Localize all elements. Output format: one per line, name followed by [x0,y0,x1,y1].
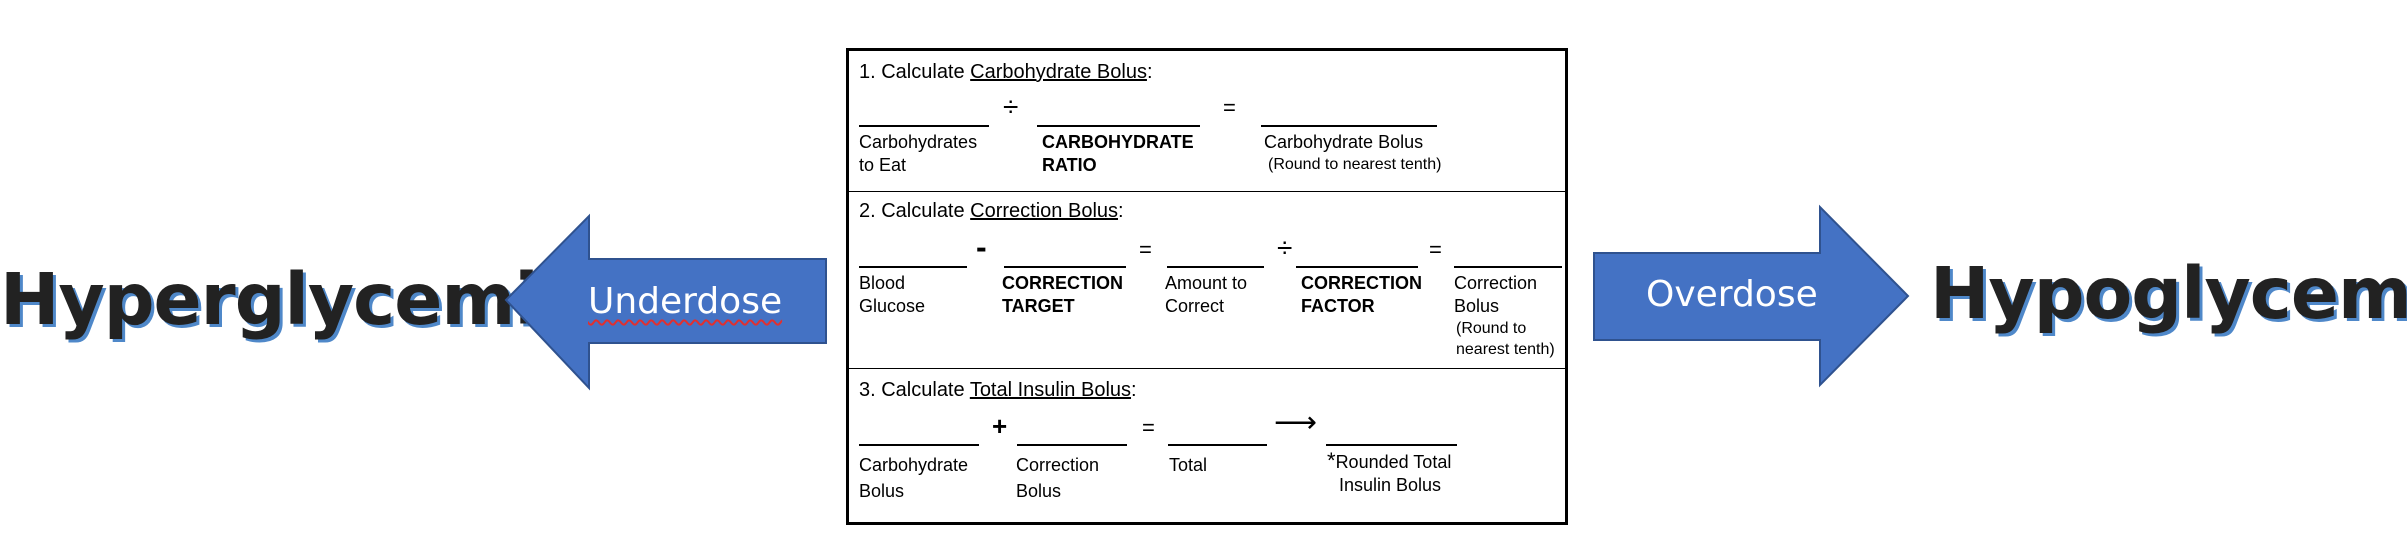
underdose-label: Underdose [588,281,783,322]
step3-carb-caption-line2: Bolus [859,481,905,501]
step1-carbohydrate-bolus: 1. Calculate Carbohydrate Bolus: ÷ = Car… [849,51,1565,192]
plus-operator: + [992,411,1008,441]
step1-heading-term: Carbohydrate Bolus [970,61,1147,83]
rounded-caption-line2: Insulin Bolus [1339,475,1442,495]
rounded-caption-line1: Rounded Total [1335,452,1452,472]
hyperglycemia-label: Hyperglycemia [0,258,586,341]
carb-bolus-caption: Carbohydrate Bolus (Round to nearest ten… [1264,131,1441,175]
step2-correction-bolus: 2. Calculate Correction Bolus: - = ÷ = B… [849,192,1565,369]
target-caption-line2: TARGET [1002,296,1075,316]
step1-heading: 1. Calculate Carbohydrate Bolus: [859,61,1153,84]
carb-ratio-blank [1037,125,1200,127]
bolus-worksheet: 1. Calculate Carbohydrate Bolus: ÷ = Car… [846,48,1568,525]
correction-bolus-blank [1454,266,1562,268]
step3-heading-prefix: 3. Calculate [859,379,970,401]
blood-glucose-caption: Blood Glucose [859,272,925,318]
carbs-to-eat-blank [859,125,989,127]
round-note-line1: (Round to [1456,320,1527,337]
carb-ratio-caption: CARBOHYDRATE RATIO [1042,131,1194,177]
amount-to-correct-blank [1167,266,1264,268]
ratio-caption-line1: CARBOHYDRATE [1042,132,1194,152]
correction-factor-caption: CORRECTION FACTOR [1301,272,1422,318]
bg-caption-line2: Glucose [859,296,926,316]
corr-bolus-caption-line2: Bolus [1454,296,1500,316]
step2-heading-prefix: 2. Calculate [859,200,971,222]
step1-heading-prefix: 1. Calculate [859,61,971,83]
equals-operator-3: = [1142,415,1155,440]
correction-target-caption: CORRECTION TARGET [1002,272,1123,318]
amount-to-correct-caption: Amount to Correct [1165,272,1247,318]
left-arrow [504,213,827,391]
corr-bolus-caption-line1: Correction [1454,273,1538,293]
step3-total-insulin-bolus: 3. Calculate Total Insulin Bolus: + = ⟶ … [849,369,1565,525]
minus-operator: - [976,229,987,265]
overdose-label: Overdose [1646,274,1818,315]
amount-caption-line1: Amount to [1165,273,1248,293]
right-arrow [1593,204,1910,388]
total-caption: Total [1169,455,1208,475]
bg-caption-line1: Blood [859,273,906,293]
correction-bolus-caption: Correction Bolus (Round to nearest tenth… [1454,272,1555,360]
step3-heading-term: Total Insulin Bolus [969,379,1132,401]
equals-operator: = [1223,95,1236,120]
right-arrow-icon: ⟶ [1274,406,1318,439]
step3-heading: 3. Calculate Total Insulin Bolus: [859,379,1137,402]
divide-operator-2: ÷ [1277,232,1293,263]
target-caption-line1: CORRECTION [1002,273,1123,293]
step3-corr-bolus-caption: Correction Bolus [1016,454,1099,503]
step3-corr-bolus-blank [1017,444,1127,446]
step2-heading-term: Correction Bolus [970,200,1119,222]
correction-factor-blank [1296,266,1418,268]
ratio-caption-line2: RATIO [1042,155,1097,175]
step3-carb-bolus-blank [859,444,979,446]
step3-heading-suffix: : [1131,379,1137,401]
step3-corr-caption-line1: Correction [1016,455,1100,475]
step2-heading: 2. Calculate Correction Bolus: [859,200,1124,223]
factor-caption-line2: FACTOR [1301,296,1375,316]
equals-operator-2: = [1429,237,1442,262]
step3-carb-bolus-caption: Carbohydrate Bolus [859,454,968,503]
carbs-caption-line2: to Eat [859,155,907,175]
blood-glucose-blank [859,266,967,268]
divide-operator: ÷ [1003,91,1019,122]
factor-caption-line1: CORRECTION [1301,273,1422,293]
step3-corr-caption-line2: Bolus [1016,481,1062,501]
rounded-total-caption: *Rounded Total Insulin Bolus [1327,449,1451,497]
rounded-total-blank [1326,444,1457,446]
asterisk: * [1327,448,1336,473]
total-blank [1168,444,1267,446]
carbs-to-eat-caption: Carbohydrates to Eat [859,131,977,177]
carb-bolus-blank [1261,125,1437,127]
carb-bolus-round-note: (Round to nearest tenth) [1268,156,1442,173]
step1-heading-suffix: : [1146,61,1153,83]
round-note-line2: nearest tenth) [1456,341,1555,358]
step3-carb-caption-line1: Carbohydrate [859,455,969,475]
carb-bolus-caption-line1: Carbohydrate Bolus [1264,132,1424,152]
amount-caption-line2: Correct [1165,296,1225,316]
equals-operator-1: = [1139,237,1152,262]
step2-heading-suffix: : [1118,200,1124,222]
correction-target-blank [1004,266,1126,268]
carbs-caption-line1: Carbohydrates [859,132,978,152]
hypoglycemia-label: Hypoglycemia [1930,252,2407,335]
